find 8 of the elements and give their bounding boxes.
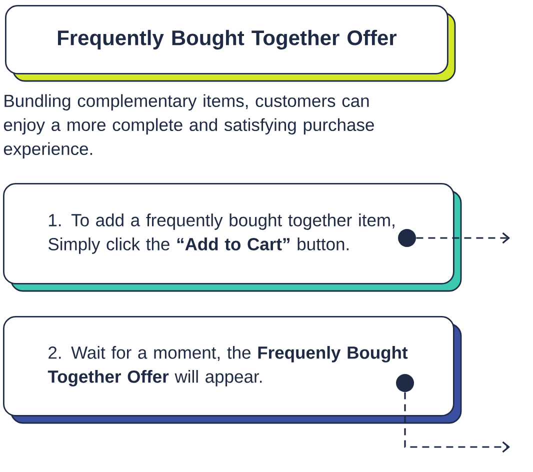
- dot: [396, 374, 414, 392]
- dashed-arrow: [404, 392, 510, 453]
- dashed-arrow: [416, 232, 510, 244]
- description-text: Bundling complementary items, customers can enjoy a more complete and satisfying purchase experience.: [4, 94, 374, 159]
- step-box: 2. Wait for a moment, the Frequenly Bought Together Offer will appear.: [3, 316, 462, 424]
- dot: [398, 229, 416, 247]
- step-box: 1. To add a frequently bought together item, Simply click the “Add to Cart” button.: [3, 183, 462, 292]
- title-box: Frequently Bought Together Offer: [5, 5, 456, 82]
